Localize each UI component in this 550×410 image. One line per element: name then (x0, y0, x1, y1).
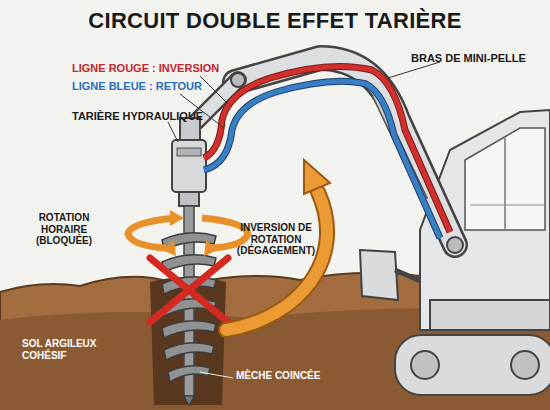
rotation-label: ROTATION HORAIRE (BLOQUÉE) (22, 212, 106, 247)
diagram-title: CIRCUIT DOUBLE EFFET TARIÈRE (0, 8, 550, 34)
hose-label: LIGNE BLEUE : RETOUR (72, 80, 242, 93)
part-label: BRAS DE MINI-PELLE (411, 52, 546, 65)
hose-label: LIGNE ROUGE : INVERSION (72, 62, 242, 75)
rotation-label: INVERSION DE ROTATION (DÉGAGEMENT) (234, 222, 318, 257)
part-label: TARIÈRE HYDRAULIQUE (72, 110, 232, 123)
soil-label: SOL ARGILEUX COHÉSIF (22, 338, 122, 361)
part-label: MÈCHE COINCÉE (236, 370, 356, 382)
